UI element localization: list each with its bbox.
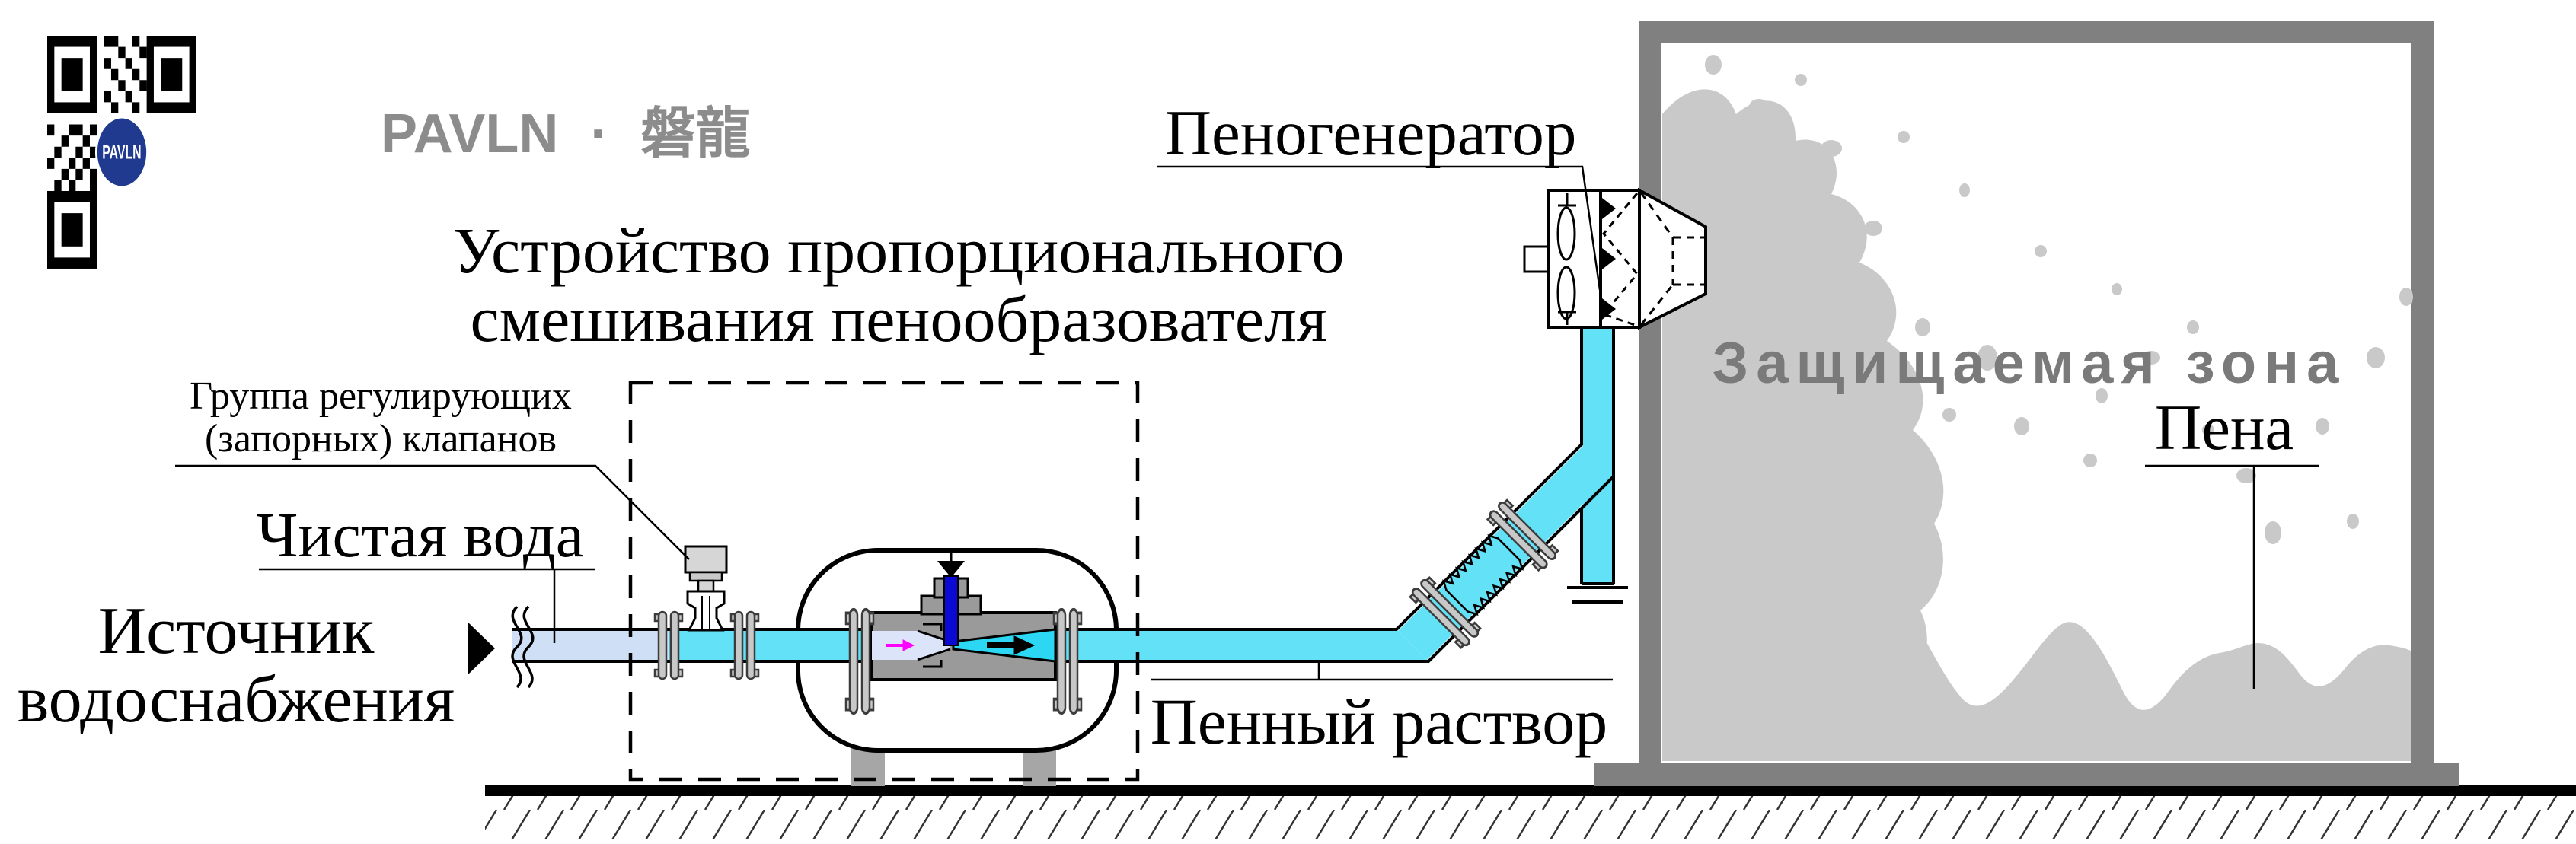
diagonal-pipe-fittings — [1407, 497, 1561, 651]
mixer-device-dashed-boundary — [628, 381, 1140, 782]
outlet-horn-dashed-cone — [1639, 192, 1704, 326]
injector-cap-icon — [937, 561, 965, 578]
qr-modules — [47, 36, 147, 202]
flow-arrow-black-icon — [987, 635, 1036, 655]
building-right-wall — [2411, 21, 2434, 764]
leader-lines — [175, 165, 2319, 689]
ground — [485, 785, 2576, 839]
brand-logo-separator: · — [590, 104, 608, 164]
leader-foam-generator — [1157, 165, 1601, 291]
qr-code: PAVLN — [44, 31, 200, 273]
valve-group-label-line1: Группа регулирующих — [190, 374, 572, 418]
text-labels: Устройство пропорционального смешивания … — [18, 97, 2347, 758]
brand-logo: PAVLN · 磐龍 — [381, 104, 750, 164]
leader-valve-group — [175, 464, 690, 560]
brand-logo-cjk: 磐龍 — [640, 104, 750, 164]
ground-hatching — [485, 796, 2576, 839]
foam-solution-label: Пенный раствор — [1151, 685, 1608, 758]
clean-water-pipe — [512, 631, 669, 660]
protected-zone-label: Защищаемая зона — [1713, 331, 2347, 396]
fan-icon — [1556, 193, 1576, 325]
foam-generator — [1523, 187, 1707, 330]
qr-center-badge-text: PAVLN — [102, 142, 141, 163]
valve-group-label-line2: (запорных) клапанов — [205, 417, 557, 460]
foam-pool — [1662, 447, 2411, 761]
valve-neck — [697, 579, 715, 593]
protected-zone-building — [1594, 21, 2459, 786]
mixer-device-title-line2: смешивания пенообразователя — [470, 282, 1326, 355]
foam-droplets — [1700, 55, 2413, 544]
pipe-break-icon — [511, 605, 535, 689]
venturi-mixer — [870, 553, 1057, 681]
water-source-label-line2: водоснабжения — [18, 663, 455, 737]
brand-logo-latin: PAVLN — [381, 104, 558, 164]
generator-motor — [1523, 245, 1550, 273]
valve-actuator — [684, 545, 728, 574]
inlet-arrow-icon — [468, 623, 495, 674]
bellows-joint — [1442, 534, 1524, 616]
pipe-support-icon — [1567, 586, 1628, 604]
mixer-device-title-line1: Устройство пропорционального — [453, 214, 1345, 287]
injector-stem — [943, 575, 959, 646]
leader-foam — [2145, 464, 2319, 689]
control-valve — [684, 545, 728, 632]
qr-center-badge — [94, 115, 148, 190]
clean-water-label: Чистая вода — [257, 500, 584, 571]
foam-generator-label: Пеногенератор — [1165, 97, 1577, 169]
valve-bonnet — [686, 590, 726, 632]
qr-finder-patterns — [47, 36, 196, 269]
foam-fill — [1662, 55, 2413, 762]
foam-label: Пена — [2155, 392, 2294, 463]
leader-clean-water — [259, 568, 595, 643]
building-left-wall — [1639, 21, 1661, 764]
building-top-wall — [1639, 21, 2434, 43]
flow-arrow-magenta-icon — [886, 639, 915, 651]
leader-foam-solution — [1151, 661, 1613, 681]
ground-line — [485, 785, 2576, 796]
water-source-label-line1: Источник — [98, 594, 375, 668]
building-base — [1594, 763, 2459, 786]
foam-solution-pipe-vertical — [1583, 329, 1612, 582]
pipe-flanges — [653, 497, 1561, 715]
valve-actuator-plate — [688, 571, 723, 582]
